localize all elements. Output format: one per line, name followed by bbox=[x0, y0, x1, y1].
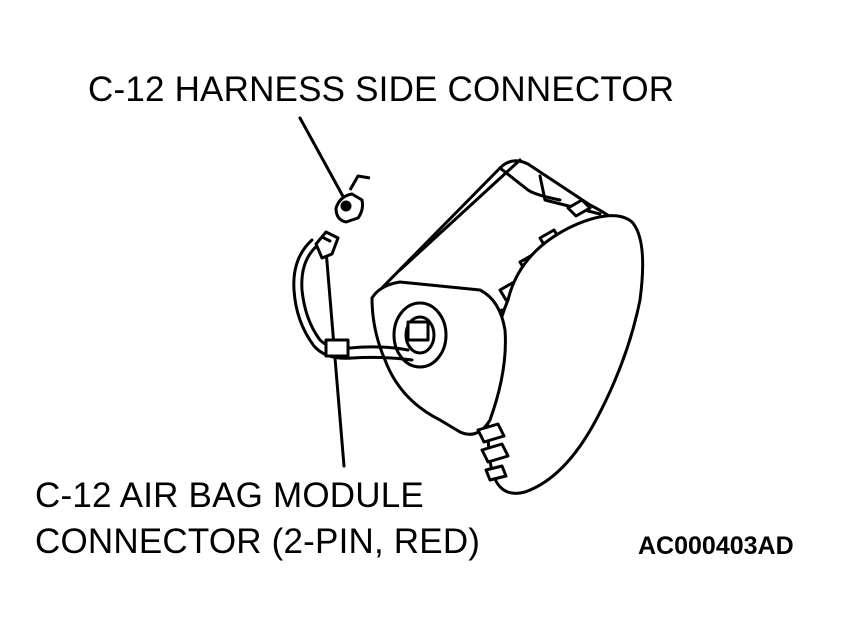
harness-side-connector bbox=[334, 174, 371, 224]
module-connector-plug bbox=[314, 230, 340, 260]
airbag-module-connector-label-line2: CONNECTOR (2-PIN, RED) bbox=[35, 522, 481, 561]
harness-leader-line bbox=[298, 116, 347, 202]
figure-code: AC000403AD bbox=[638, 532, 794, 560]
harness-wire bbox=[300, 243, 410, 352]
harness-side-connector-label: C-12 HARNESS SIDE CONNECTOR bbox=[88, 70, 675, 109]
airbag-module-connector-label-line1: C-12 AIR BAG MODULE bbox=[35, 476, 424, 515]
